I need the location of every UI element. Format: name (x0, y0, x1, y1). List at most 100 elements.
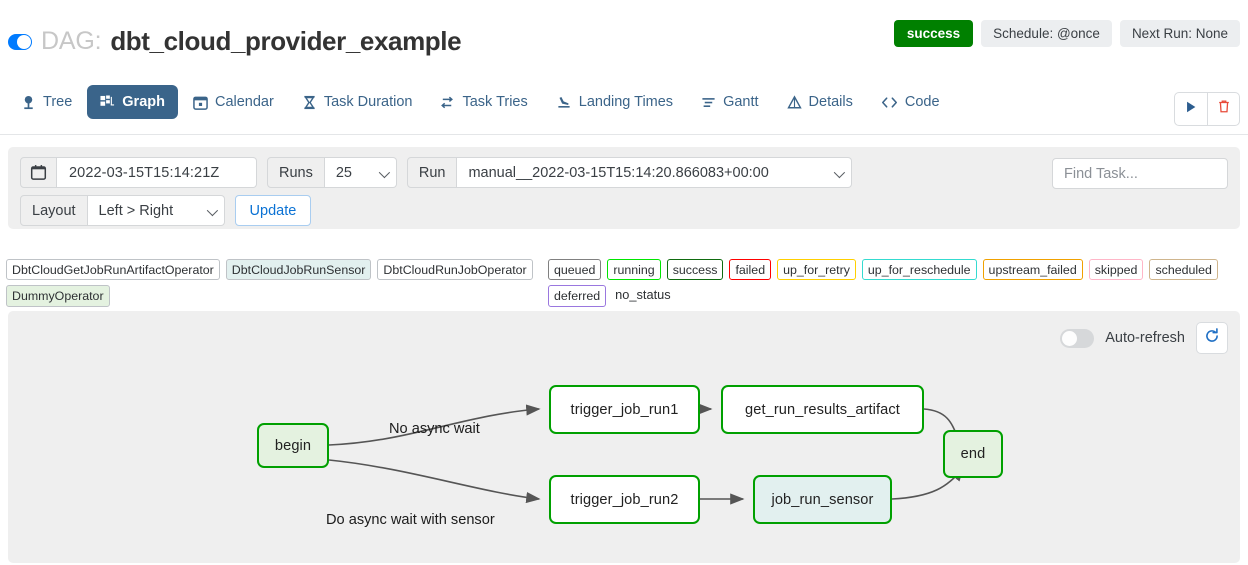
tab-label: Task Duration (323, 94, 413, 110)
delete-dag-button[interactable] (1207, 93, 1239, 125)
legend-state-success[interactable]: success (666, 259, 724, 281)
header-badges: success Schedule: @once Next Run: None (893, 20, 1240, 47)
legend-state-running[interactable]: running (607, 259, 661, 281)
runs-label: Runs (267, 157, 325, 188)
tab-details[interactable]: Details (774, 85, 866, 119)
graph-node-trigger-job-run2[interactable]: trigger_job_run2 (549, 475, 700, 524)
refresh-icon (1204, 327, 1220, 349)
legend-state-deferred[interactable]: deferred (548, 285, 607, 307)
edge-label-do-async-wait: Do async wait with sensor (326, 512, 495, 528)
edge-label-no-async-wait: No async wait (389, 421, 480, 437)
filter-toolbar: 2022-03-15T15:14:21Z Runs 25 Run manual_… (8, 147, 1240, 229)
tab-graph[interactable]: Graph (87, 85, 178, 119)
find-task-input[interactable]: Find Task... (1052, 158, 1228, 189)
graph-node-job-run-sensor[interactable]: job_run_sensor (753, 475, 892, 524)
legend-state-failed[interactable]: failed (729, 259, 772, 281)
graph-node-begin[interactable]: begin (257, 423, 329, 468)
auto-refresh-toggle[interactable] (1060, 328, 1095, 348)
schedule-badge[interactable]: Schedule: @once (981, 20, 1112, 47)
layout-select[interactable]: Left > Right (87, 195, 225, 226)
landing-icon (556, 95, 572, 110)
retry-icon (440, 95, 455, 110)
filter-row-1: 2022-03-15T15:14:21Z Runs 25 Run manual_… (20, 157, 1228, 188)
tab-task-duration[interactable]: Task Duration (289, 85, 426, 119)
legend-operator[interactable]: DummyOperator (6, 285, 110, 307)
tab-landing-times[interactable]: Landing Times (543, 85, 686, 119)
legend-state-up-for-retry[interactable]: up_for_retry (777, 259, 856, 281)
page-title: dbt_cloud_provider_example (110, 26, 462, 56)
operator-legend-list: DbtCloudGetJobRunArtifactOperator DbtClo… (6, 259, 536, 307)
layout-group: Layout Left > Right (20, 195, 225, 226)
base-date-group: 2022-03-15T15:14:21Z (20, 157, 257, 188)
calendar-icon[interactable] (20, 157, 57, 188)
legend-state-no-status: no_status (615, 286, 671, 302)
dag-label: DAG: (41, 27, 102, 55)
tab-label: Task Tries (462, 94, 528, 110)
runs-select[interactable]: 25 (324, 157, 397, 188)
triangle-icon (786, 94, 802, 110)
status-legend-list: queued running success failed up_for_ret… (548, 259, 1246, 307)
tab-calendar[interactable]: Calendar (180, 85, 287, 119)
legend-operator[interactable]: DbtCloudGetJobRunArtifactOperator (6, 259, 220, 281)
filter-row-2: Layout Left > Right Update (20, 195, 1228, 226)
tab-label: Tree (43, 94, 73, 110)
page-header: DAG: dbt_cloud_provider_example success … (0, 0, 1248, 72)
tab-gantt[interactable]: Gantt (688, 85, 771, 119)
legend-state-upstream-failed[interactable]: upstream_failed (982, 259, 1083, 281)
tab-task-tries[interactable]: Task Tries (427, 85, 540, 119)
graph-edges (328, 403, 964, 505)
view-tabbar: Tree Graph (0, 78, 1248, 135)
tab-label: Graph (122, 94, 165, 110)
dag-title: DAG: dbt_cloud_provider_example (8, 26, 462, 57)
dag-action-buttons (1174, 92, 1240, 126)
status-badge: success (893, 20, 974, 47)
view-tabs: Tree Graph (8, 85, 953, 119)
status-legend: queued running success failed up_for_ret… (548, 259, 1246, 307)
gantt-icon (701, 95, 716, 110)
tab-label: Landing Times (578, 94, 674, 110)
tab-code[interactable]: Code (868, 85, 953, 119)
tree-icon (21, 95, 36, 110)
run-label: Run (406, 157, 458, 188)
next-run-badge: Next Run: None (1119, 20, 1240, 47)
legend-state-skipped[interactable]: skipped (1088, 259, 1144, 281)
graph-icon (100, 94, 115, 110)
layout-label: Layout (20, 195, 88, 226)
legend-state-scheduled[interactable]: scheduled (1149, 259, 1218, 281)
node-label: trigger_job_run1 (570, 401, 679, 418)
operator-legend: DbtCloudGetJobRunArtifactOperator DbtClo… (6, 259, 536, 307)
node-label: trigger_job_run2 (570, 491, 679, 508)
legend-state-up-for-reschedule[interactable]: up_for_reschedule (861, 259, 977, 281)
calendar-icon (193, 95, 208, 110)
tab-tree[interactable]: Tree (8, 85, 85, 119)
code-icon (881, 95, 898, 110)
run-group: Run manual__2022-03-15T15:14:20.866083+0… (406, 157, 853, 188)
base-date-input[interactable]: 2022-03-15T15:14:21Z (57, 157, 257, 188)
node-label: begin (274, 437, 312, 454)
node-label: job_run_sensor (771, 491, 874, 508)
graph-node-get-run-results-artifact[interactable]: get_run_results_artifact (721, 385, 924, 434)
node-label: get_run_results_artifact (745, 401, 900, 418)
refresh-button[interactable] (1196, 322, 1228, 354)
update-button[interactable]: Update (234, 195, 312, 226)
graph-node-end[interactable]: end (943, 430, 1003, 478)
graph-panel: Auto-refresh (8, 311, 1240, 563)
tab-label: Calendar (214, 94, 274, 110)
tab-label: Gantt (723, 94, 759, 110)
tab-label: Details (808, 94, 853, 110)
trash-icon (1217, 99, 1231, 119)
runs-group: Runs 25 (267, 157, 397, 188)
toggle-on-icon[interactable] (8, 33, 32, 50)
legend-operator[interactable]: DbtCloudRunJobOperator (377, 259, 533, 281)
legend-operator[interactable]: DbtCloudJobRunSensor (225, 259, 372, 281)
graph-toolbar: Auto-refresh (1060, 322, 1228, 354)
graph-node-trigger-job-run1[interactable]: trigger_job_run1 (549, 385, 700, 434)
auto-refresh-label: Auto-refresh (1105, 330, 1185, 346)
legend-state-queued[interactable]: queued (548, 259, 602, 281)
trigger-dag-button[interactable] (1175, 93, 1207, 125)
run-select[interactable]: manual__2022-03-15T15:14:20.866083+00:00 (457, 157, 853, 188)
tab-label: Code (904, 94, 940, 110)
node-label: end (960, 446, 986, 462)
play-icon (1184, 100, 1198, 119)
